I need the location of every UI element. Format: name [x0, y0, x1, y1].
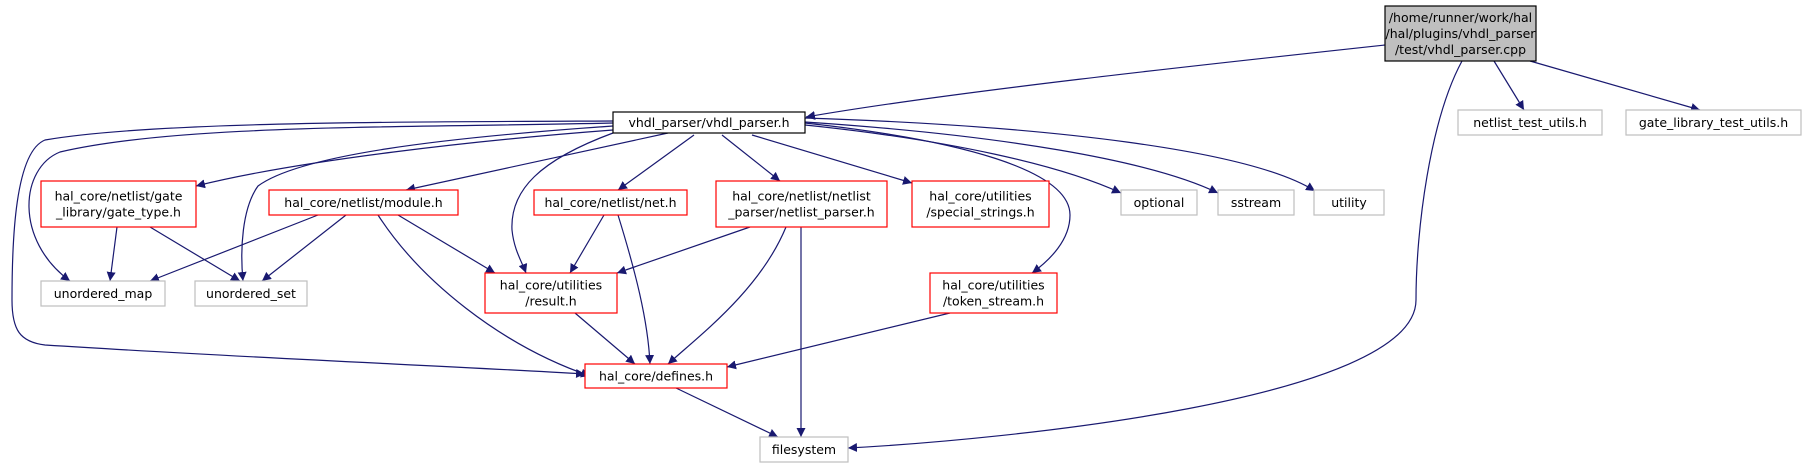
edge-vhdl_parser_h-to-net_h: [617, 134, 695, 191]
node-unordered_set: unordered_set: [194, 280, 308, 307]
node-label-special_strings_h: hal_core/utilities: [929, 188, 1031, 203]
node-label-netlist_parser_h: _parser/netlist_parser.h: [727, 204, 874, 219]
node-box-token_stream_h: [929, 272, 1058, 314]
node-box-root: [1384, 5, 1537, 62]
node-label-gate_type_h: _library/gate_type.h: [55, 204, 181, 219]
node-token_stream_h[interactable]: hal_core/utilities/token_stream.h: [929, 272, 1058, 314]
edges-layer: [11, 44, 1701, 453]
node-special_strings_h[interactable]: hal_core/utilities/special_strings.h: [911, 180, 1050, 228]
node-label-netlist_test_utils: netlist_test_utils.h: [1473, 115, 1587, 130]
node-label-root: /test/vhdl_parser.cpp: [1395, 42, 1526, 57]
edge-module_h-to-unordered_set: [261, 214, 347, 282]
node-label-utility: utility: [1331, 195, 1367, 210]
edge-defines_h-to-filesystem: [675, 387, 779, 438]
node-optional: optional: [1120, 189, 1198, 216]
node-label-token_stream_h: hal_core/utilities: [942, 277, 1044, 292]
edge-netlist_parser_h-to-defines_h: [667, 226, 787, 365]
node-box-utility: [1313, 189, 1385, 216]
edge-token_stream_h-to-defines_h: [726, 312, 951, 370]
node-filesystem: filesystem: [759, 436, 849, 463]
node-label-vhdl_parser_h: vhdl_parser/vhdl_parser.h: [628, 115, 789, 130]
edge-net_h-to-result_h: [569, 214, 605, 274]
node-vhdl_parser_h: vhdl_parser/vhdl_parser.h: [612, 111, 806, 134]
edge-netlist_parser_h-to-result_h: [616, 226, 751, 275]
node-netlist_test_utils: netlist_test_utils.h: [1457, 109, 1603, 136]
node-result_h[interactable]: hal_core/utilities/result.h: [484, 272, 618, 314]
edge-root-to-netlist_test_utils: [1493, 60, 1525, 111]
node-label-filesystem: filesystem: [772, 442, 836, 457]
node-label-gate_type_h: hal_core/netlist/gate: [55, 188, 183, 203]
node-box-result_h: [484, 272, 618, 314]
edge-root-to-gate_library_test_utils: [1529, 60, 1701, 112]
node-box-vhdl_parser_h: [612, 111, 806, 134]
node-label-result_h: hal_core/utilities: [500, 277, 602, 292]
edge-result_h-to-defines_h: [574, 312, 636, 365]
node-label-module_h: hal_core/netlist/module.h: [284, 195, 442, 210]
node-netlist_parser_h[interactable]: hal_core/netlist/netlist_parser/netlist_…: [715, 180, 888, 228]
node-defines_h[interactable]: hal_core/defines.h: [584, 363, 728, 389]
node-box-gate_type_h: [40, 180, 197, 228]
edge-module_h-to-result_h: [397, 214, 496, 274]
edge-vhdl_parser_h-to-utility: [804, 117, 1316, 192]
node-gate_library_test_utils: gate_library_test_utils.h: [1625, 109, 1802, 136]
node-root: /home/runner/work/hal/hal/plugins/vhdl_p…: [1384, 5, 1537, 62]
node-box-special_strings_h: [911, 180, 1050, 228]
node-box-defines_h: [584, 363, 728, 389]
edge-gate_type_h-to-unordered_set: [149, 226, 241, 282]
node-label-gate_library_test_utils: gate_library_test_utils.h: [1639, 115, 1788, 130]
node-sstream: sstream: [1217, 189, 1295, 216]
node-label-defines_h: hal_core/defines.h: [599, 368, 713, 383]
edge-module_h-to-unordered_map: [149, 214, 319, 282]
node-box-module_h: [268, 189, 459, 216]
node-label-sstream: sstream: [1231, 195, 1281, 210]
node-box-filesystem: [759, 436, 849, 463]
node-label-unordered_map: unordered_map: [54, 286, 153, 301]
edge-vhdl_parser_h-to-sstream: [804, 121, 1219, 194]
edge-vhdl_parser_h-to-unordered_set: [237, 125, 614, 282]
edge-net_h-to-defines_h: [617, 214, 655, 365]
node-box-unordered_map: [40, 280, 166, 307]
node-box-netlist_test_utils: [1457, 109, 1603, 136]
node-label-net_h: hal_core/netlist/net.h: [544, 195, 676, 210]
node-unordered_map: unordered_map: [40, 280, 166, 307]
nodes-layer: /home/runner/work/hal/hal/plugins/vhdl_p…: [40, 5, 1802, 463]
edge-vhdl_parser_h-to-module_h: [405, 132, 669, 193]
edge-gate_type_h-to-unordered_map: [106, 226, 118, 282]
edge-vhdl_parser_h-to-special_strings_h: [751, 134, 913, 185]
edge-module_h-to-defines_h: [377, 214, 591, 378]
node-utility: utility: [1313, 189, 1385, 216]
edge-vhdl_parser_h-to-defines_h: [11, 120, 614, 378]
edge-vhdl_parser_h-to-optional: [804, 124, 1122, 194]
edge-root-to-vhdl_parser_h: [805, 44, 1386, 120]
node-box-sstream: [1217, 189, 1295, 216]
node-box-optional: [1120, 189, 1198, 216]
node-label-optional: optional: [1134, 195, 1185, 210]
node-label-root: /home/runner/work/hal: [1389, 10, 1532, 25]
node-label-result_h: /result.h: [525, 293, 576, 308]
node-label-root: /hal/plugins/vhdl_parser: [1386, 26, 1537, 41]
node-module_h[interactable]: hal_core/netlist/module.h: [268, 189, 459, 216]
node-box-unordered_set: [194, 280, 308, 307]
node-box-netlist_parser_h: [715, 180, 888, 228]
edge-root-to-filesystem: [847, 60, 1463, 453]
node-label-token_stream_h: /token_stream.h: [943, 293, 1044, 308]
node-label-netlist_parser_h: hal_core/netlist/netlist: [732, 188, 871, 203]
edge-vhdl_parser_h-to-gate_type_h: [195, 129, 614, 189]
node-gate_type_h[interactable]: hal_core/netlist/gate_library/gate_type.…: [40, 180, 197, 228]
node-net_h[interactable]: hal_core/netlist/net.h: [533, 189, 688, 216]
edge-vhdl_parser_h-to-netlist_parser_h: [721, 134, 781, 182]
edge-vhdl_parser_h-to-result_h: [511, 132, 614, 274]
node-label-unordered_set: unordered_set: [206, 286, 296, 301]
node-box-gate_library_test_utils: [1625, 109, 1802, 136]
edge-vhdl_parser_h-to-unordered_map: [28, 122, 614, 282]
node-box-net_h: [533, 189, 688, 216]
edge-vhdl_parser_h-to-token_stream_h: [804, 122, 1071, 274]
node-label-special_strings_h: /special_strings.h: [926, 204, 1034, 219]
